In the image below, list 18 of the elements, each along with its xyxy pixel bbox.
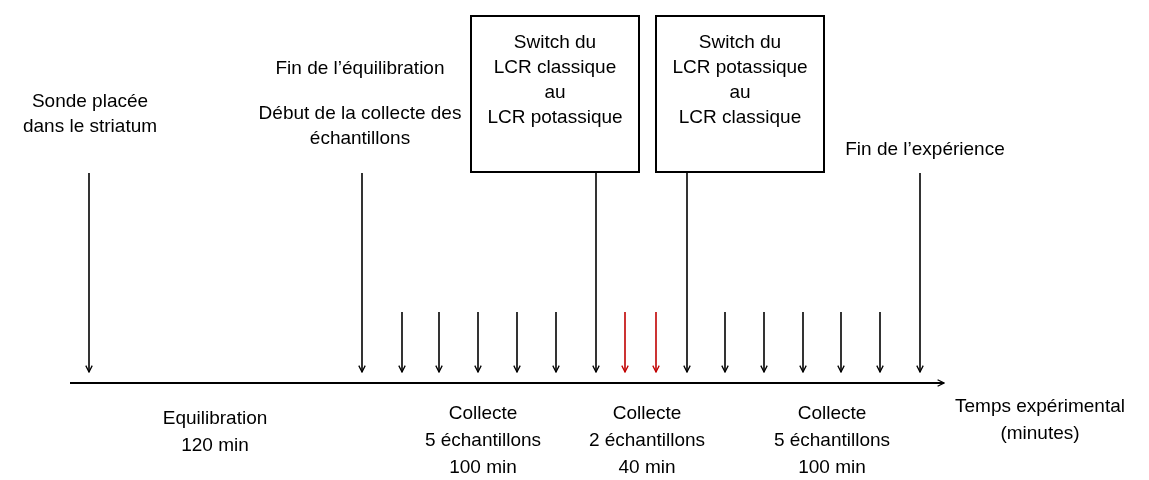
phase-label: Collecte 5 échantillons 100 min bbox=[772, 401, 892, 479]
event-text: Switch du LCR classique au LCR potassique bbox=[486, 30, 624, 129]
phase-label: Equilibration 120 min bbox=[161, 406, 269, 457]
arrow bbox=[683, 172, 691, 373]
axis-label: Temps expérimental (minutes) bbox=[954, 394, 1126, 445]
event-text: Début de la collecte des échantillons bbox=[257, 101, 463, 150]
event-box bbox=[470, 15, 640, 173]
arrow bbox=[85, 172, 93, 373]
arrow bbox=[916, 172, 924, 373]
event-box bbox=[655, 15, 825, 173]
arrow bbox=[592, 172, 600, 373]
arrow bbox=[358, 172, 366, 373]
phase-label: Collecte 2 échantillons 40 min bbox=[587, 401, 707, 479]
phase-label: Collecte 5 échantillons 100 min bbox=[423, 401, 543, 479]
event-text: Fin de l’expérience bbox=[844, 137, 1006, 161]
event-text: Switch du LCR potassique au LCR classique bbox=[671, 30, 809, 129]
event-text: Sonde placée dans le striatum bbox=[21, 89, 159, 138]
event-text: Fin de l’équilibration bbox=[274, 56, 446, 80]
